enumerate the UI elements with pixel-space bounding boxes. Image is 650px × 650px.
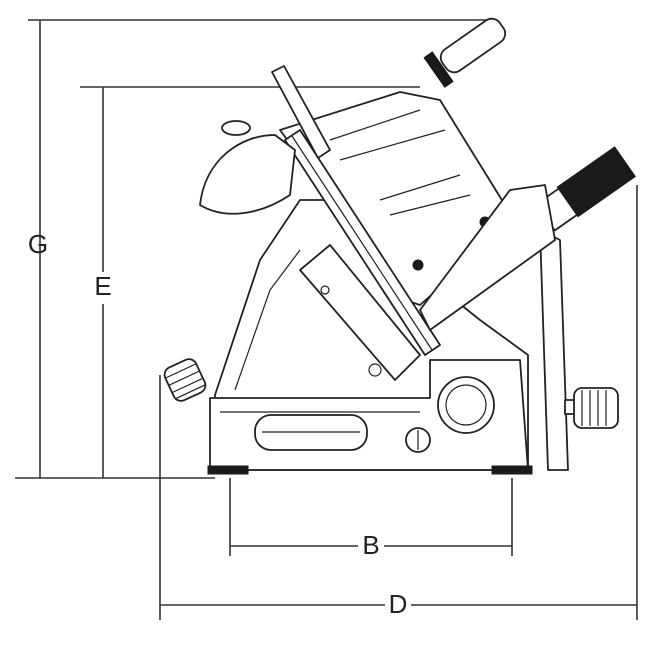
carriage-screw [368,363,382,377]
left-knob [163,358,207,402]
foot-right [491,465,533,475]
adjust-dial-inner [445,384,487,426]
blade-sharpener [199,134,296,215]
label-d: D [389,589,408,619]
pusher-arm [271,65,331,159]
carriage-plate [299,244,421,381]
foot-left [207,465,249,475]
label-e-bg [92,272,114,304]
body-edge [234,249,301,391]
label-d-bg [385,591,411,619]
right-knob [564,387,619,429]
label-g: G [28,229,48,259]
top-handle [423,17,507,88]
rear-arm [419,184,556,331]
sharpener-knob [221,120,251,136]
label-b: B [362,530,379,560]
rear-column [539,229,569,471]
tray-guides [329,109,471,216]
dimension-lines [15,19,638,620]
tray-bolt-2 [412,259,424,271]
label-b-bg [358,532,384,560]
rail-groove [291,135,433,351]
label-e: E [94,271,111,301]
carriage-screw-2 [320,285,330,295]
slicer-illustration [163,17,636,475]
slide-rail [284,129,441,356]
